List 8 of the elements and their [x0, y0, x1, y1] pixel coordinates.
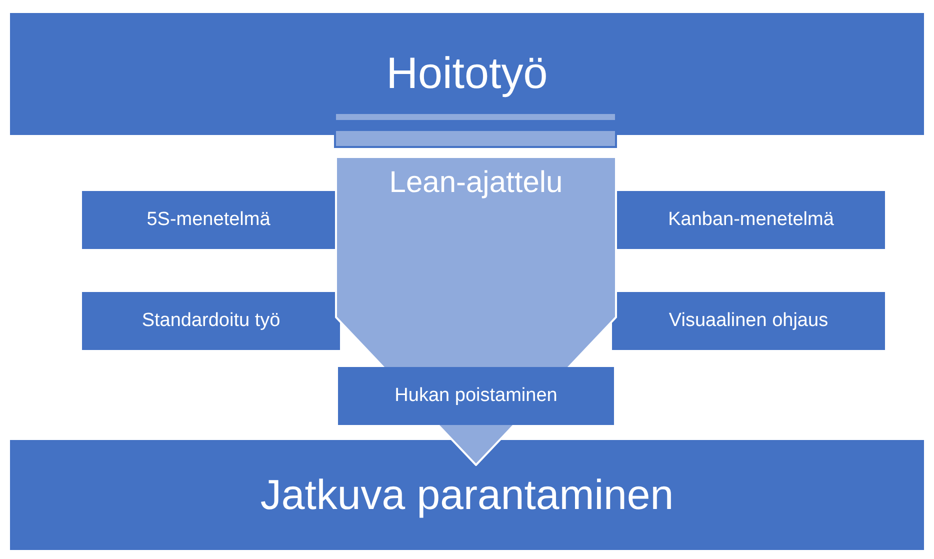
heading-band: Hoitotyö [10, 13, 924, 135]
process-box: Kanban-menetelmä [617, 191, 885, 249]
process-box: Standardoitu työ [82, 292, 340, 350]
process-box: 5S-menetelmä [82, 191, 335, 249]
base-band: Jatkuva parantaminen [10, 440, 924, 550]
bar-shape [334, 129, 617, 148]
process-box: Visuaalinen ohjaus [612, 292, 885, 350]
bar-shape [334, 112, 617, 122]
